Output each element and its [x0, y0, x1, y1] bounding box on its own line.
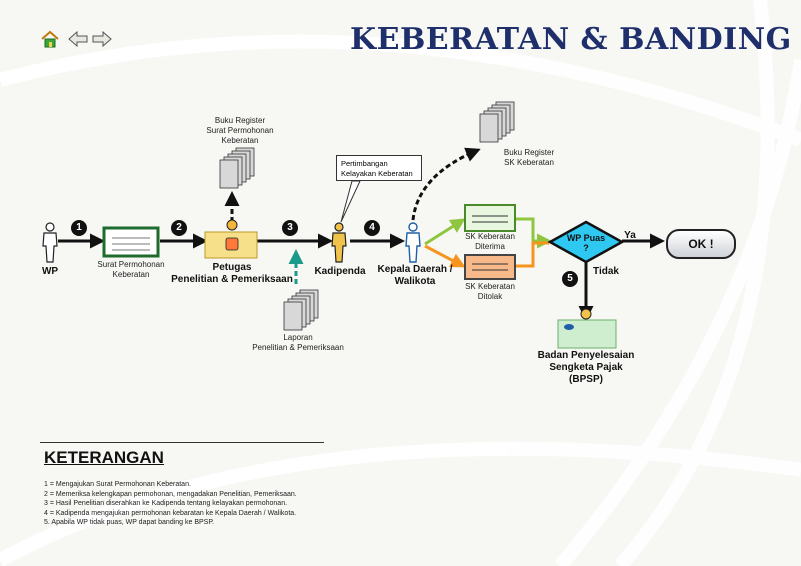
step-number-4: 4: [364, 220, 380, 236]
sk-ditolak-document-icon: [464, 254, 516, 280]
home-icon: [41, 30, 59, 48]
keterangan-item: 1 = Mengajukan Surat Permohonan Keberata…: [44, 481, 191, 488]
page-title: KEBERATAN & BANDING: [350, 22, 792, 57]
buku-register-sk-stack-icon: [479, 101, 515, 143]
kepala-daerah-label: Kepala Daerah /Walikota: [377, 264, 453, 287]
step-number-1: 1: [71, 220, 87, 236]
step-number-2: 2: [171, 220, 187, 236]
ok-terminal-button[interactable]: OK !: [666, 229, 736, 259]
arrow-right-icon: [92, 30, 112, 48]
step-number-5: 5: [562, 271, 578, 287]
keterangan-item: 2 = Memeriksa kelengkapan permohonan, me…: [44, 490, 297, 498]
ya-label: Ya: [624, 230, 636, 241]
keterangan-title: KETERANGAN: [44, 448, 164, 467]
keterangan-panel: KETERANGAN 1 = Mengajukan Surat Permohon…: [40, 442, 324, 557]
buku-register-surat-stack-icon: [219, 147, 255, 189]
kadipenda-person-icon: [331, 222, 347, 263]
callout-tail: [340, 180, 361, 223]
kadipenda-label: Kadipenda: [314, 266, 366, 277]
home-button[interactable]: [40, 30, 60, 48]
keterangan-list: 1 = Mengajukan Surat Permohonan Keberata…: [44, 480, 324, 528]
wp-puas-question: WP Puas?: [566, 233, 606, 253]
tidak-label: Tidak: [593, 266, 619, 277]
surat-permohonan-document-icon: [102, 226, 160, 258]
keterangan-item: 3 = Hasil Penelitian diserahkan ke Kadip…: [44, 500, 288, 507]
keterangan-divider: [40, 442, 324, 443]
petugas-desk-icon: [204, 219, 258, 259]
wp-person-icon: [42, 222, 58, 263]
wp-label: WP: [41, 266, 59, 277]
forward-button[interactable]: [92, 30, 112, 48]
wp-puas-decision-diamond: [547, 220, 625, 264]
kepala-person-icon: [405, 222, 421, 263]
laporan-stack-icon: [283, 289, 319, 331]
arrow-left-icon: [68, 30, 88, 48]
keterangan-item: 4 = Kadipenda mengajukan permohonan keba…: [44, 509, 297, 517]
sk-diterima-document-icon: [464, 204, 516, 232]
step-number-3: 3: [282, 220, 298, 236]
keterangan-item: 5. Apabila WP tidak puas, WP dapat bandi…: [44, 519, 215, 526]
back-button[interactable]: [68, 30, 88, 48]
bpsp-desk-icon: [557, 308, 617, 349]
